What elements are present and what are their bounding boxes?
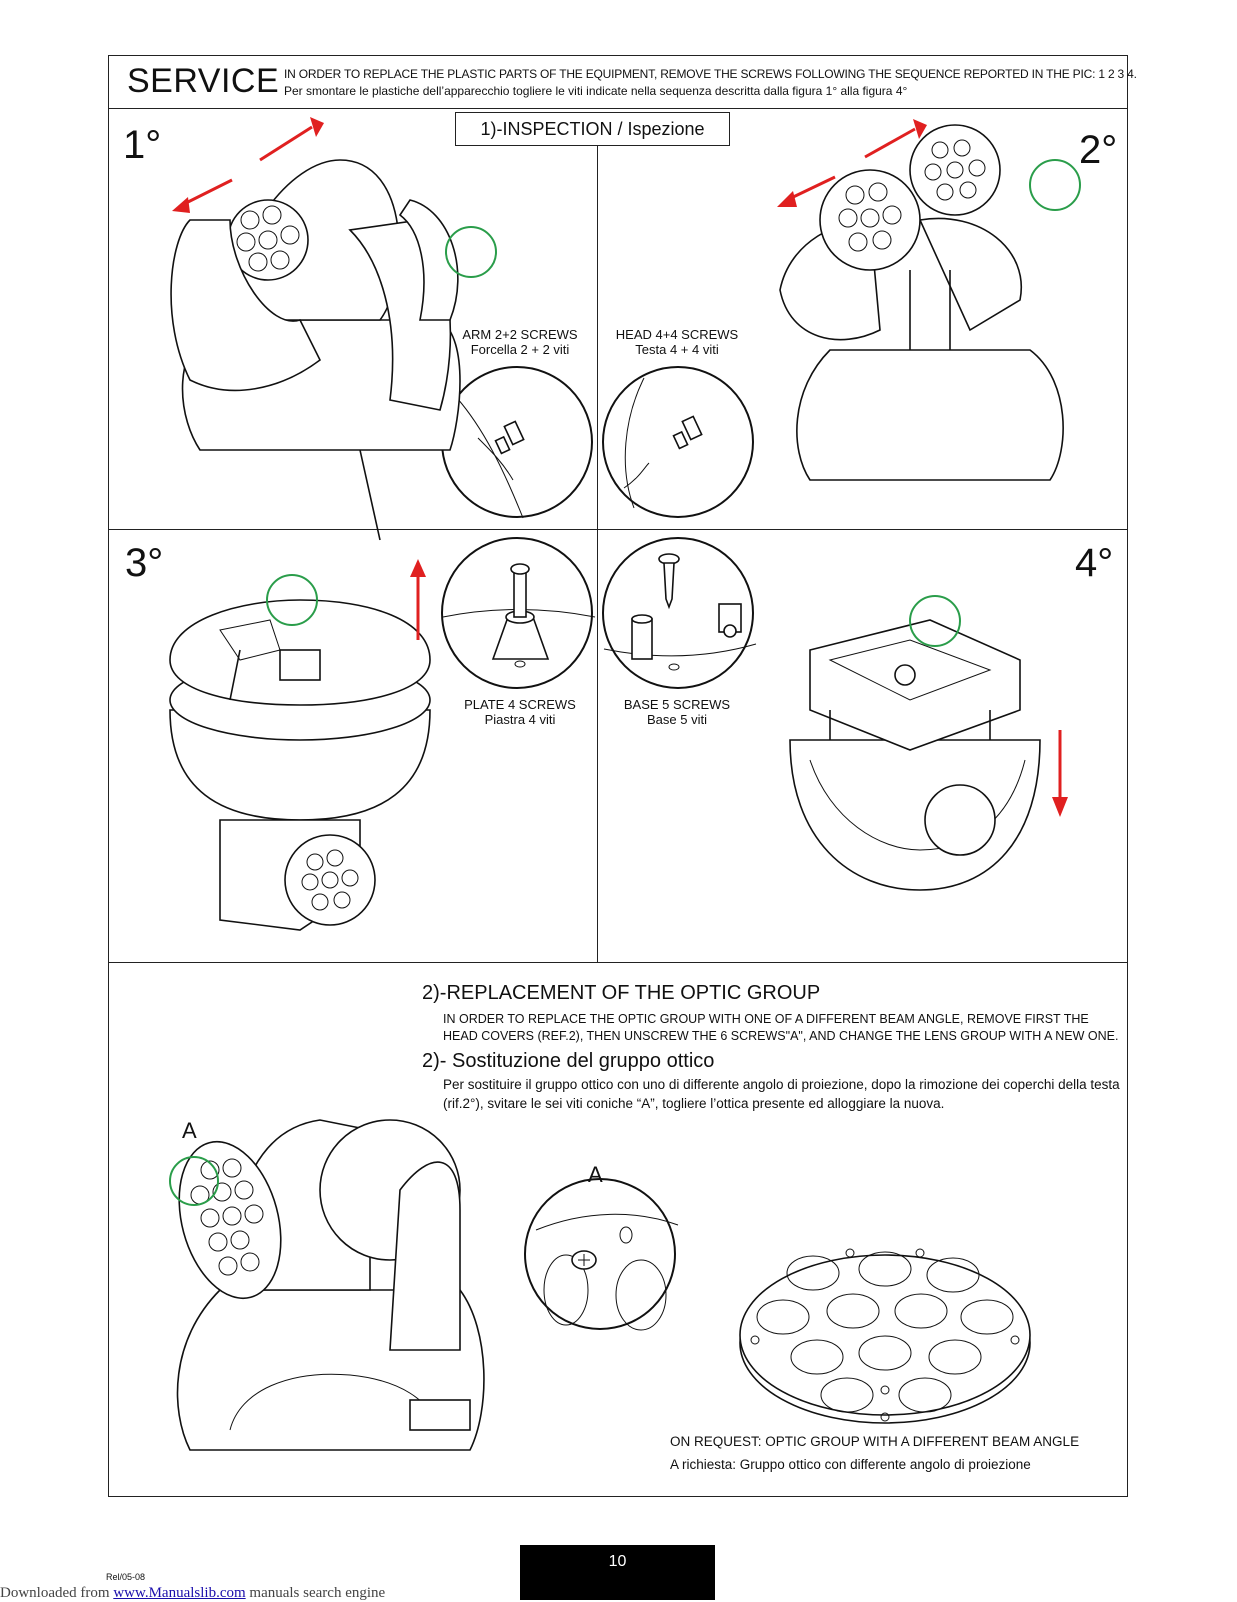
detail-plate-screw xyxy=(441,537,596,689)
step-3-caption-en: PLATE 4 SCREWS xyxy=(464,697,576,712)
step-4-drawing xyxy=(789,619,1041,891)
section2-body-en: IN ORDER TO REPLACE THE OPTIC GROUP WITH… xyxy=(443,1012,1119,1043)
detail-base-screw xyxy=(602,537,757,689)
screw-icon xyxy=(623,377,703,509)
step-2-caption-en: HEAD 4+4 SCREWS xyxy=(615,327,739,342)
row-divider-1 xyxy=(108,529,1128,530)
screw-icon xyxy=(442,563,596,668)
screw-icon xyxy=(535,1213,679,1331)
release-label: Rel/05-08 xyxy=(106,1572,146,1582)
row-divider-2 xyxy=(108,962,1128,963)
detail-head-screw xyxy=(602,366,754,518)
section2-title-en: 2)-REPLACEMENT OF THE OPTIC GROUP xyxy=(422,982,821,1004)
download-notice: Downloaded from www.Manualslib.com manua… xyxy=(0,1585,385,1602)
step-1-caption-en: ARM 2+2 SCREWS xyxy=(462,327,578,342)
intro-en: IN ORDER TO REPLACE THE PLASTIC PARTS OF… xyxy=(284,67,1137,81)
step-4-caption: BASE 5 SCREWS Base 5 viti xyxy=(582,697,772,727)
step-2-caption-it: Testa 4 + 4 viti xyxy=(635,342,719,357)
screw-icon xyxy=(456,397,525,519)
step-2-drawing xyxy=(779,124,1064,481)
request-it: A richiesta: Gruppo ottico con different… xyxy=(670,1457,1031,1472)
page-frame xyxy=(108,55,1128,1497)
optic-group-drawing xyxy=(176,1119,485,1451)
section2-title-it: 2)- Sostituzione del gruppo ottico xyxy=(422,1050,715,1072)
intro-it: Per smontare le plastiche dell’apparecch… xyxy=(284,84,908,98)
step-3-caption-it: Piastra 4 viti xyxy=(484,712,556,727)
screw-icon xyxy=(603,553,757,671)
section1-title: 1)-INSPECTION / Ispezione xyxy=(455,112,730,146)
header-divider xyxy=(108,108,1128,109)
step-2-arrows xyxy=(777,119,927,207)
page-number-box: 10 xyxy=(520,1545,715,1600)
step-2-caption: HEAD 4+4 SCREWS Testa 4 + 4 viti xyxy=(582,327,772,357)
request-en: ON REQUEST: OPTIC GROUP WITH A DIFFERENT… xyxy=(670,1434,1080,1449)
detail-arm-screw xyxy=(441,366,593,519)
detail-screw-a xyxy=(524,1178,679,1331)
detail-a-label: A xyxy=(588,1162,603,1187)
step-1-drawing xyxy=(170,159,461,541)
download-suffix: manuals search engine xyxy=(245,1585,386,1601)
column-divider xyxy=(597,146,598,962)
step-3-screw-highlight xyxy=(266,574,318,626)
screw-a-highlight xyxy=(169,1156,219,1206)
step-4-caption-it: Base 5 viti xyxy=(647,712,707,727)
page-title: SERVICE xyxy=(127,62,280,100)
step-4-arrow xyxy=(1052,730,1068,817)
manualslib-link[interactable]: www.Manualslib.com xyxy=(113,1585,246,1601)
section2-body-it: Per sostituire il gruppo ottico con uno … xyxy=(443,1077,1120,1111)
screw-a-label: A xyxy=(182,1118,197,1143)
intro-text: IN ORDER TO REPLACE THE PLASTIC PARTS OF… xyxy=(284,66,1137,100)
step-3-number: 3° xyxy=(125,541,164,585)
step-4-number: 4° xyxy=(1075,541,1114,585)
step-4-caption-en: BASE 5 SCREWS xyxy=(623,697,731,712)
step-4-screw-highlight xyxy=(909,595,961,647)
page-number: 10 xyxy=(608,1553,627,1570)
step-2-number: 2° xyxy=(1079,128,1118,172)
download-prefix: Downloaded from xyxy=(0,1585,114,1601)
step-3-arrow xyxy=(410,559,426,640)
step-1-caption: ARM 2+2 SCREWS Forcella 2 + 2 viti xyxy=(425,327,615,357)
lens-plate-drawing xyxy=(739,1248,1031,1424)
step-1-screw-highlight xyxy=(445,226,497,278)
step-1-number: 1° xyxy=(123,123,162,167)
step-3-drawing xyxy=(169,599,431,931)
step-1-arrows xyxy=(172,117,324,213)
step-2-screw-highlight xyxy=(1029,159,1081,211)
step-3-caption: PLATE 4 SCREWS Piastra 4 viti xyxy=(425,697,615,727)
step-1-caption-it: Forcella 2 + 2 viti xyxy=(470,342,570,357)
